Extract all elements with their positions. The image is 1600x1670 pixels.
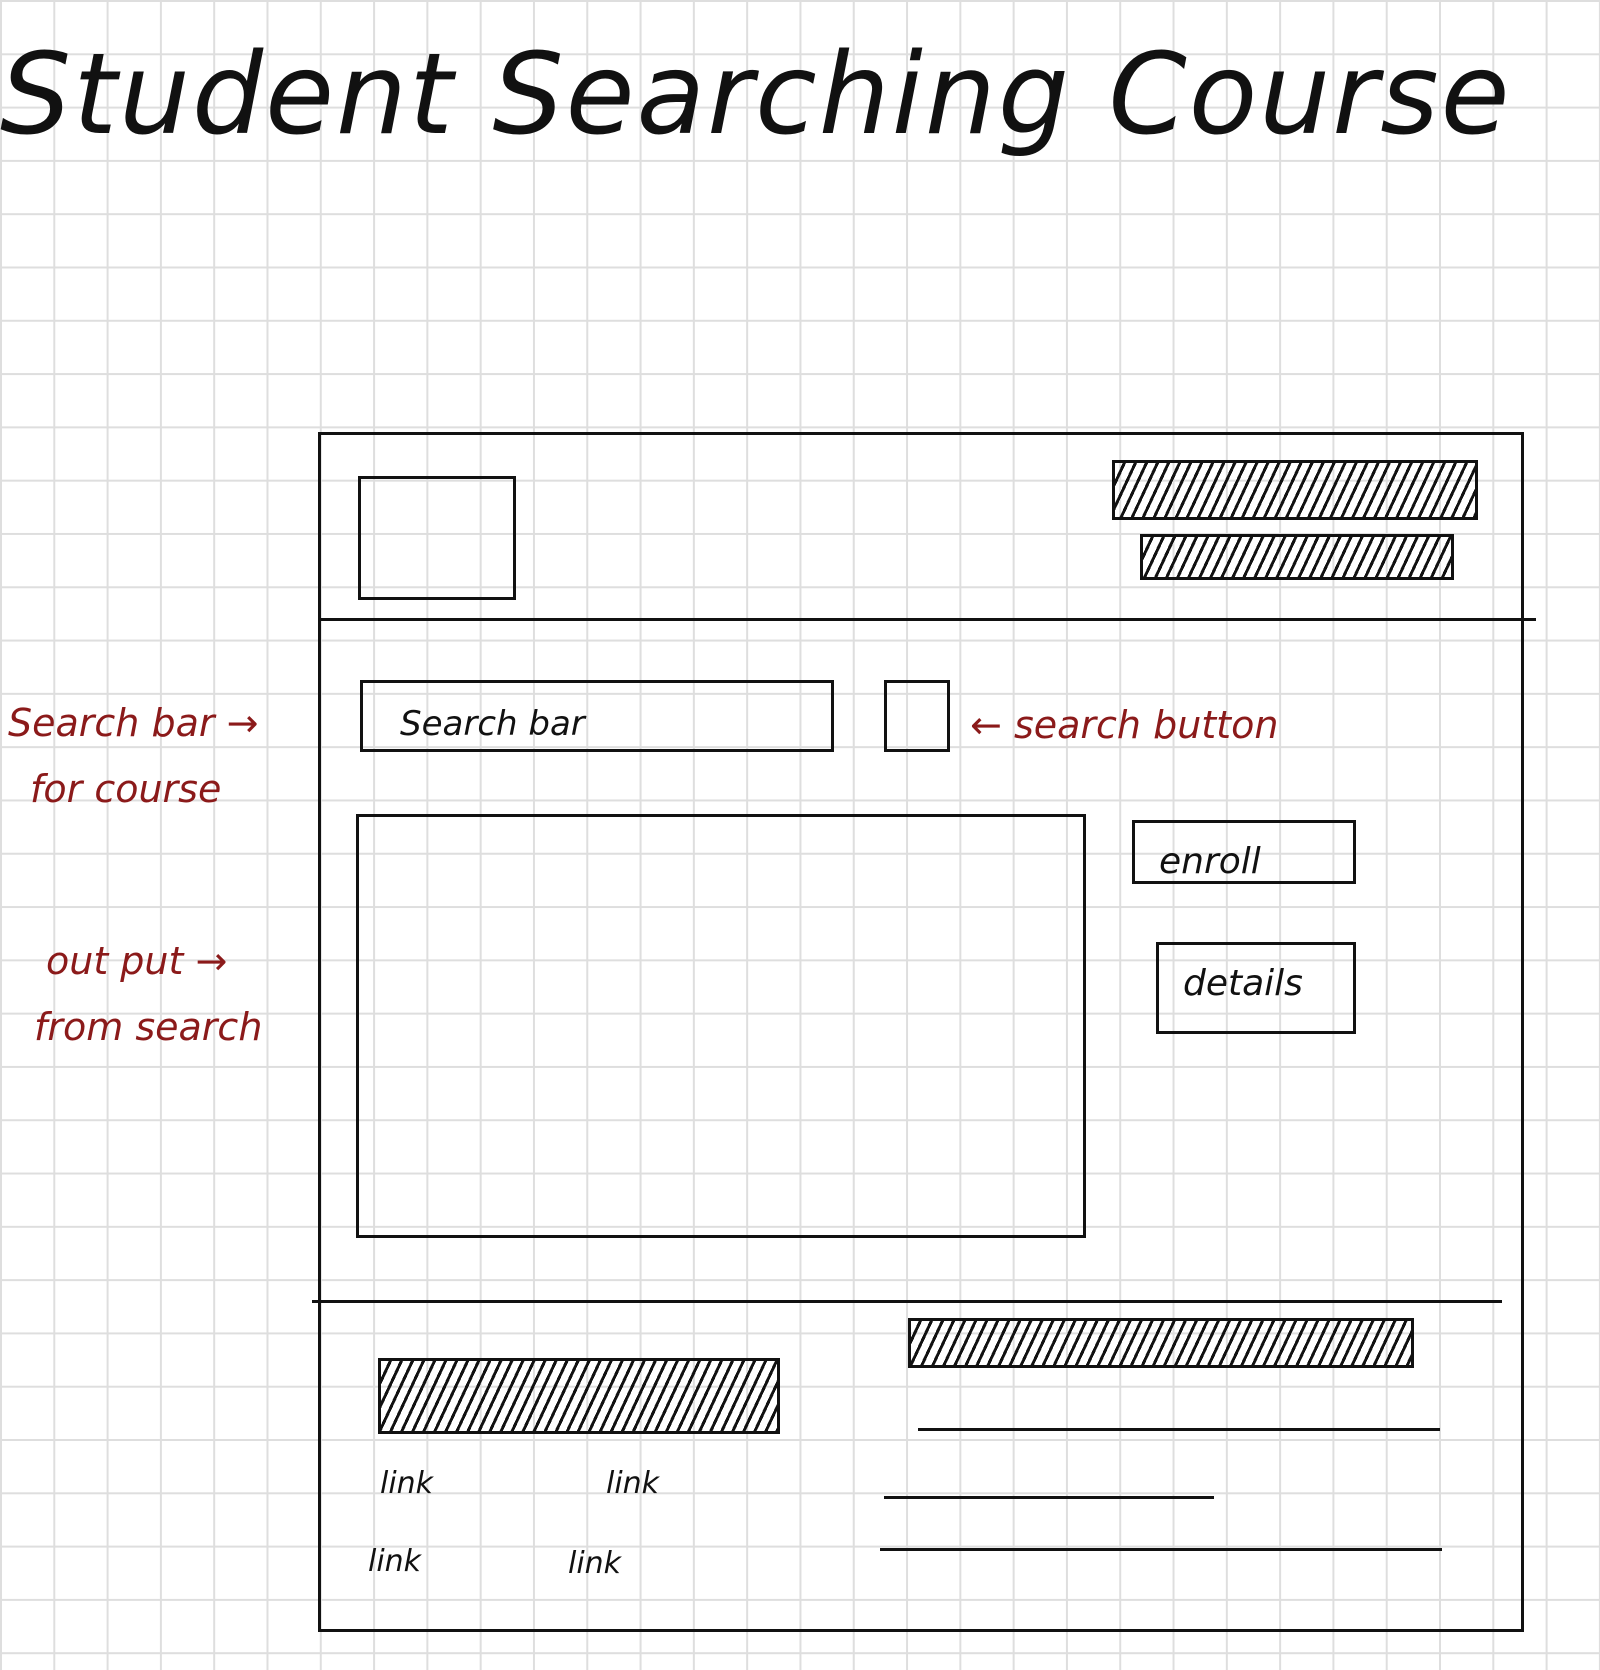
enroll-button-label: enroll bbox=[1159, 841, 1261, 882]
left-arrow-icon: ← bbox=[970, 703, 1002, 747]
footer-link-4[interactable]: link bbox=[568, 1546, 622, 1581]
right-arrow-icon: → bbox=[195, 939, 228, 983]
search-input[interactable] bbox=[360, 680, 834, 752]
footer-link-2[interactable]: link bbox=[606, 1466, 660, 1501]
page-frame bbox=[318, 432, 1524, 1632]
details-button-label: details bbox=[1183, 963, 1303, 1004]
search-button-annotation: ← search button bbox=[970, 692, 1278, 758]
footer-divider bbox=[312, 1300, 1502, 1303]
search-button-annotation-text: search button bbox=[1013, 703, 1279, 747]
footer-text-line-2 bbox=[884, 1496, 1214, 1499]
search-button[interactable] bbox=[884, 680, 950, 752]
footer-scribble-left bbox=[378, 1358, 780, 1434]
enroll-button[interactable]: enroll bbox=[1132, 820, 1356, 884]
header-scribble-top bbox=[1112, 460, 1478, 520]
header-scribble-bottom bbox=[1140, 534, 1454, 580]
footer-scribble-right bbox=[908, 1318, 1414, 1368]
search-bar-annotation-line-2: for course bbox=[30, 767, 222, 811]
logo-placeholder bbox=[358, 476, 516, 600]
diagram-title: Student Searching Course bbox=[0, 30, 1512, 160]
search-results-output bbox=[356, 814, 1086, 1238]
output-annotation-line-2: from search bbox=[34, 1005, 263, 1049]
output-annotation: out put → from search bbox=[34, 928, 262, 1060]
header-divider bbox=[318, 618, 1536, 621]
search-input-placeholder: Search bar bbox=[400, 704, 585, 744]
search-bar-annotation-line-1: Search bar bbox=[8, 701, 215, 745]
footer-link-1[interactable]: link bbox=[380, 1466, 434, 1501]
output-annotation-line-1: out put bbox=[46, 939, 184, 983]
search-bar-annotation: Search bar → for course bbox=[8, 690, 258, 822]
footer-link-3[interactable]: link bbox=[368, 1544, 422, 1579]
footer-text-line-3 bbox=[880, 1548, 1442, 1551]
right-arrow-icon: → bbox=[226, 701, 259, 745]
details-button[interactable]: details bbox=[1156, 942, 1356, 1034]
footer-text-line-1 bbox=[918, 1428, 1440, 1431]
